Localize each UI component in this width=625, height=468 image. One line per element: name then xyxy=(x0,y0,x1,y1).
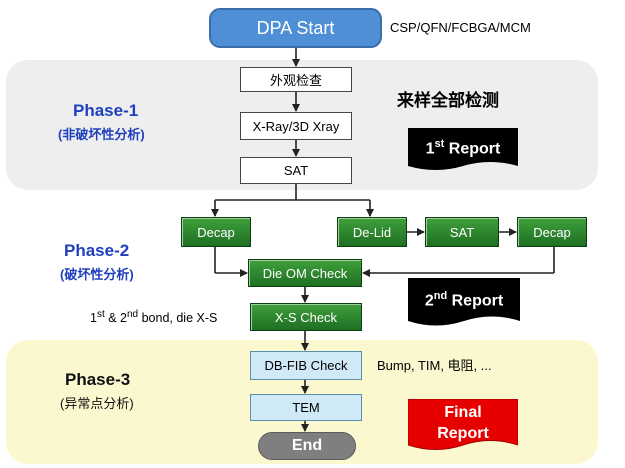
xs-note-part-b: & 2 xyxy=(104,311,127,326)
second-report-ordinal: 2 xyxy=(424,292,434,310)
first-report-label: Report xyxy=(448,140,501,158)
db-fib-check-step: DB-FIB Check xyxy=(250,351,362,380)
db-fib-check-label: DB-FIB Check xyxy=(264,358,348,373)
xray-label: X-Ray/3D Xray xyxy=(252,118,340,134)
xray-step: X-Ray/3D Xray xyxy=(240,112,352,140)
sat-label: SAT xyxy=(283,163,309,178)
final-report-line2: Report xyxy=(437,425,489,442)
right-decap-step: Decap xyxy=(517,217,587,247)
package-types-note: CSP/QFN/FCBGA/MCM xyxy=(390,20,531,35)
xs-check-step: X-S Check xyxy=(250,303,362,331)
phase2-sat-step: SAT xyxy=(425,217,499,247)
xs-note-part-c: bond, die X-S xyxy=(138,311,218,326)
second-report-label: Report xyxy=(451,292,504,310)
xs-note-sup-a: st xyxy=(96,309,105,320)
dpa-start-node: DPA Start xyxy=(209,8,382,48)
right-decap-label: Decap xyxy=(533,224,571,240)
die-om-check-label: Die OM Check xyxy=(262,265,348,281)
final-report-badge: Final Report xyxy=(408,399,518,454)
final-report-line1: Final xyxy=(444,404,482,421)
second-report-badge: 2nd Report xyxy=(408,278,520,330)
xs-note-part-a: 1 xyxy=(90,311,97,326)
phase1-title: Phase-1 xyxy=(73,101,139,120)
left-decap-step: Decap xyxy=(181,217,251,247)
tem-step: TEM xyxy=(250,394,362,421)
xs-note-sup-b: nd xyxy=(126,309,139,320)
second-report-sup: nd xyxy=(433,290,448,302)
tem-label: TEM xyxy=(292,400,320,415)
first-report-badge: 1st Report xyxy=(408,128,518,174)
sat-step: SAT xyxy=(240,157,352,184)
visual-inspection-step: 外观检查 xyxy=(240,67,352,92)
first-report-ordinal: 1 xyxy=(425,140,435,158)
phase3-subtitle: (异常点分析) xyxy=(60,396,134,411)
phase3-title: Phase-3 xyxy=(65,370,131,389)
visual-inspection-label: 外观检查 xyxy=(269,73,322,88)
end-node: End xyxy=(258,432,356,460)
left-decap-label: Decap xyxy=(197,224,235,240)
fib-note: Bump, TIM, 电阻, ... xyxy=(377,358,492,373)
delid-label: De-Lid xyxy=(352,224,392,240)
phase2-title: Phase-2 xyxy=(64,241,130,260)
die-om-check-step: Die OM Check xyxy=(248,259,362,287)
phase2-sat-label: SAT xyxy=(449,224,475,240)
phase1-note: 来样全部检测 xyxy=(397,91,499,110)
phase2-subtitle: (破坏性分析) xyxy=(60,267,134,282)
phase1-subtitle: (非破坏性分析) xyxy=(58,127,145,142)
first-report-sup: st xyxy=(434,138,445,150)
dpa-start-label: DPA Start xyxy=(256,17,335,38)
end-label: End xyxy=(291,437,323,454)
xs-check-label: X-S Check xyxy=(274,309,338,325)
xs-check-note: 1st & 2nd bond, die X-S xyxy=(90,309,217,325)
delid-step: De-Lid xyxy=(337,217,407,247)
